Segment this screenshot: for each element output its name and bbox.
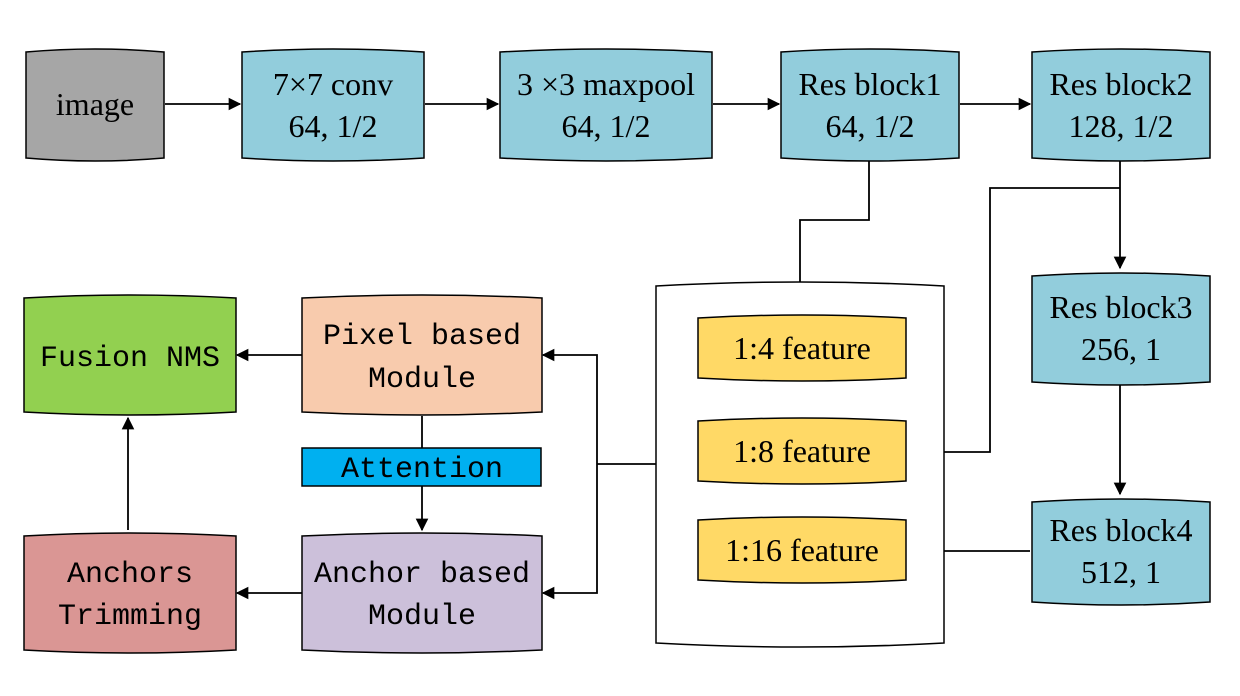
arrow-features-to-anchor	[541, 464, 598, 600]
feature-1-16-box	[697, 516, 907, 584]
anchor-module-box	[301, 532, 543, 654]
res1-box	[780, 48, 960, 162]
node-fusion-nms: Fusion NMS	[23, 294, 237, 416]
res4-label-1: Res block4	[1049, 512, 1192, 548]
node-feature-1-8: 1:8 feature	[697, 417, 907, 485]
anchors-trimming-box	[23, 532, 237, 654]
connectors	[121, 97, 1127, 600]
feature-1-8-box	[697, 417, 907, 485]
node-res2: Res block2 128, 1/2	[1031, 48, 1211, 162]
node-attention: Attention	[301, 447, 542, 487]
fusion-nms-label: Fusion NMS	[40, 342, 220, 376]
node-res4: Res block4 512, 1	[1031, 498, 1211, 606]
feature-1-8-label: 1:8 feature	[733, 433, 871, 469]
anchor-module-label-1: Anchor based	[314, 558, 530, 592]
maxpool-label-1: 3 ×3 maxpool	[517, 66, 695, 102]
conv-label-1: 7×7 conv	[273, 66, 393, 102]
node-pixel-module: Pixel based Module	[301, 294, 543, 416]
image-label: image	[56, 86, 134, 122]
anchors-trimming-label-1: Anchors	[67, 558, 193, 592]
anchors-trimming-label-2: Trimming	[58, 600, 202, 634]
maxpool-label-2: 64, 1/2	[562, 108, 651, 144]
node-feature-1-4: 1:4 feature	[697, 314, 907, 382]
conv-box	[241, 48, 425, 162]
conv-label-2: 64, 1/2	[289, 108, 378, 144]
res2-label-2: 128, 1/2	[1069, 108, 1174, 144]
node-maxpool: 3 ×3 maxpool 64, 1/2	[499, 48, 713, 162]
node-anchor-module: Anchor based Module	[301, 532, 543, 654]
pixel-module-box	[301, 294, 543, 416]
attention-box	[301, 447, 542, 487]
attention-label: Attention	[341, 453, 503, 487]
pixel-module-label-2: Module	[368, 363, 476, 397]
res3-label-2: 256, 1	[1081, 331, 1161, 367]
res4-box	[1031, 498, 1211, 606]
node-anchors-trimming: Anchors Trimming	[23, 532, 237, 654]
fusion-nms-box	[23, 294, 237, 416]
res1-label-2: 64, 1/2	[826, 108, 915, 144]
feature-1-16-label: 1:16 feature	[725, 532, 879, 568]
node-conv: 7×7 conv 64, 1/2	[241, 48, 425, 162]
anchor-module-label-2: Module	[368, 600, 476, 634]
res4-label-2: 512, 1	[1081, 554, 1161, 590]
res2-box	[1031, 48, 1211, 162]
res3-box	[1031, 272, 1211, 386]
arrow-res1-to-feat4	[793, 160, 870, 315]
arrow-res2-to-feat8	[904, 187, 1120, 459]
pixel-module-label-1: Pixel based	[323, 320, 521, 354]
maxpool-box	[499, 48, 713, 162]
node-image: image	[25, 48, 165, 162]
res2-label-1: Res block2	[1049, 66, 1192, 102]
feature-1-4-label: 1:4 feature	[733, 330, 871, 366]
res1-label-1: Res block1	[798, 66, 941, 102]
res3-label-1: Res block3	[1049, 289, 1192, 325]
node-feature-1-16: 1:16 feature	[697, 516, 907, 584]
arrow-features-to-pixel	[541, 348, 598, 464]
node-res3: Res block3 256, 1	[1031, 272, 1211, 386]
feature-1-4-box	[697, 314, 907, 382]
node-res1: Res block1 64, 1/2	[780, 48, 960, 162]
image-box	[25, 48, 165, 162]
